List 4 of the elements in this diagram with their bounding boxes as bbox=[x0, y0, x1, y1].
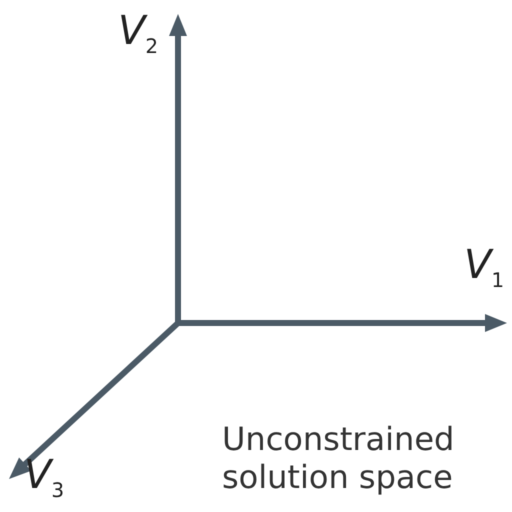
axis-label: V$_{3}$ bbox=[24, 452, 64, 502]
axis-label: V$_{2}$ bbox=[118, 8, 158, 58]
axis-label: V$_{1}$ bbox=[464, 242, 504, 292]
annotation-text: Unconstrained solution space bbox=[222, 420, 456, 497]
